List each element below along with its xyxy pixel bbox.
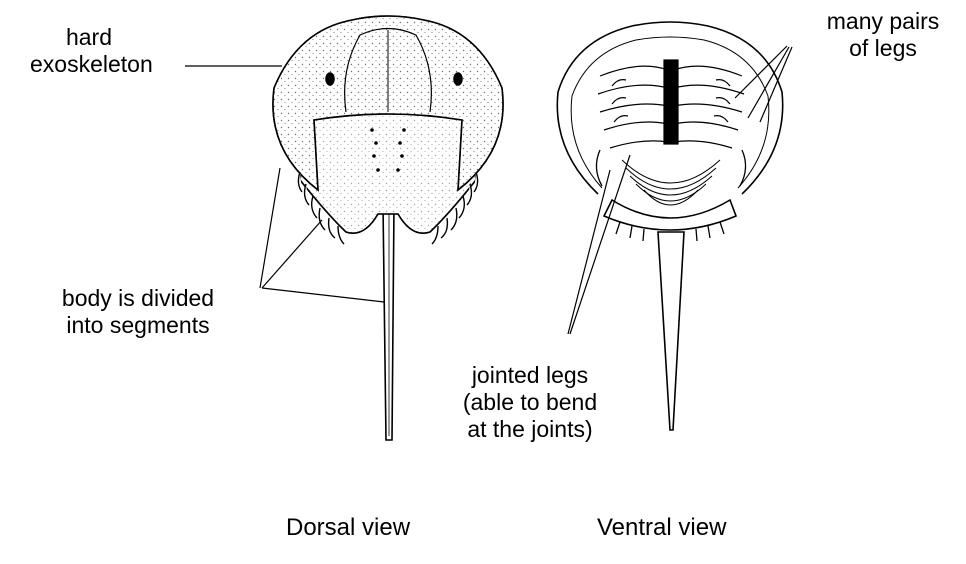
caption-dorsal-view: Dorsal view <box>286 514 410 542</box>
ventral-legs <box>598 60 744 148</box>
dorsal-eye-right <box>454 73 462 85</box>
pointer-segment-3 <box>262 288 384 302</box>
ventral-telson <box>658 232 684 430</box>
ventral-gills <box>622 160 720 205</box>
pointer-segment-2 <box>262 220 322 288</box>
dorsal-eye-left <box>326 73 334 85</box>
caption-ventral-view: Ventral view <box>597 514 726 542</box>
ventral-mouth <box>664 60 678 144</box>
pointer-jointed-1 <box>568 170 610 334</box>
dorsal-telson <box>383 205 394 440</box>
pointer-segment-1 <box>260 168 280 288</box>
